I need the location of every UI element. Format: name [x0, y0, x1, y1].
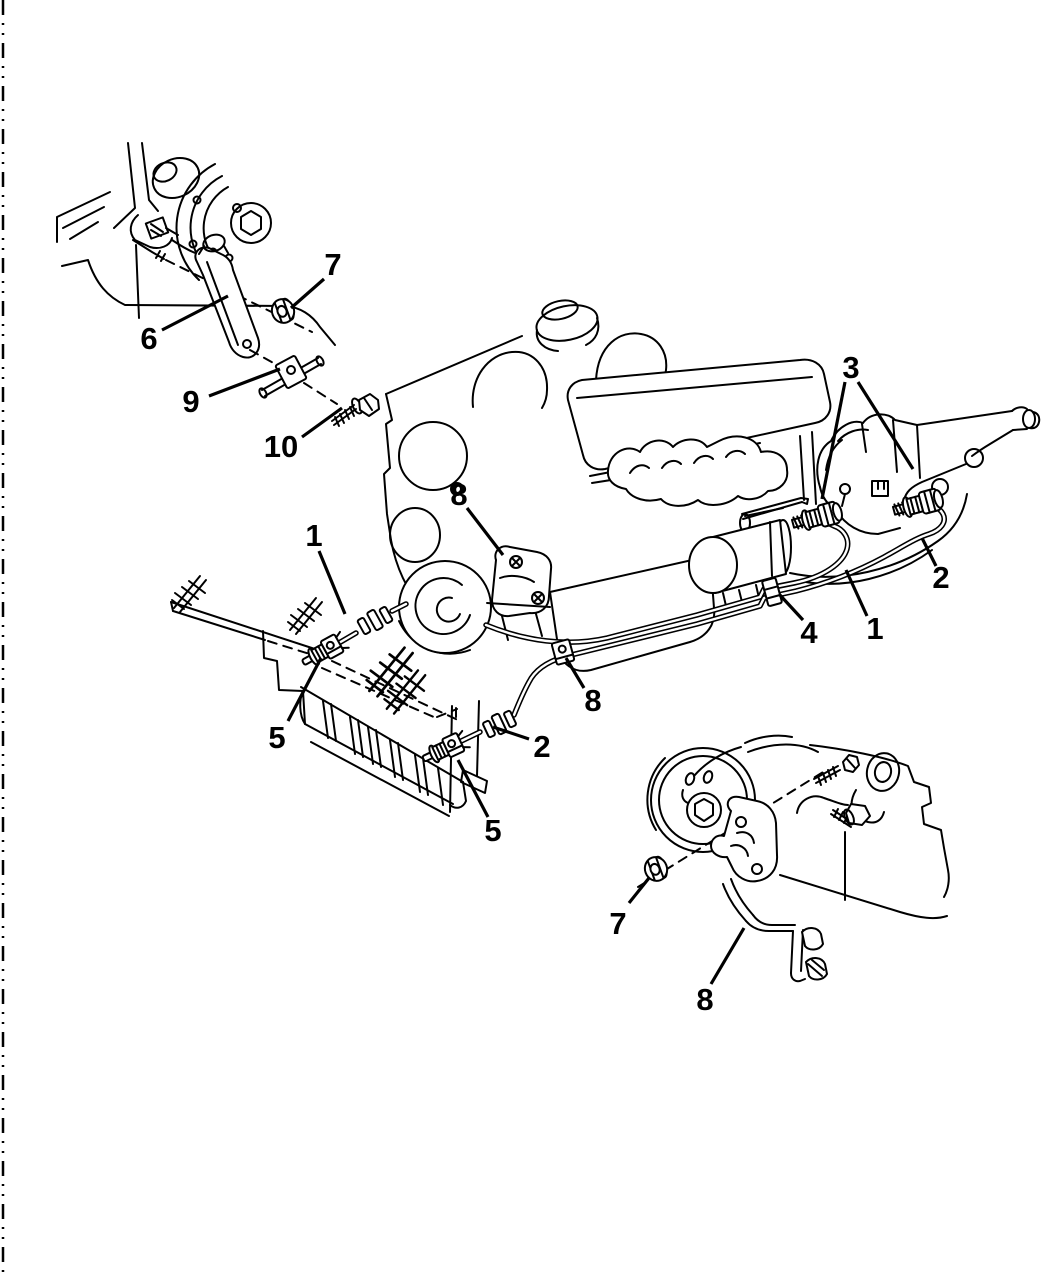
callouts: 7 69 10 3 8 1 2 1 4 8 5 2 5 7 8 [140, 247, 949, 1017]
callout-8-clip: 8 [584, 683, 601, 718]
callout-leader-1 [844, 569, 869, 617]
callout-7-nut: 7 [324, 247, 341, 282]
callout-4-clip: 4 [800, 615, 818, 650]
cooler-lines [297, 486, 947, 770]
callout-leader-5 [456, 759, 490, 818]
callout-leader-7 [289, 277, 326, 310]
callout-1-tube: 1 [866, 611, 883, 646]
callout-leader-10 [301, 406, 343, 439]
callout-leader-2 [920, 537, 938, 567]
callout-1-tube: 1 [305, 518, 322, 553]
rear-mount-detail [637, 734, 950, 983]
callout-leader-3 [820, 381, 847, 500]
callout-leader-8 [564, 657, 586, 689]
callout-8-bracket: 8 [450, 477, 467, 512]
callout-leader-4 [777, 592, 805, 622]
callout-leader-8 [465, 507, 505, 556]
callout-leader-2 [492, 725, 530, 741]
callout-8-bracket: 8 [696, 982, 713, 1017]
engine [383, 299, 889, 672]
front-mount-detail [56, 142, 380, 427]
callout-leader-1 [317, 550, 347, 615]
callout-leader-9 [208, 367, 281, 398]
callout-10-screw: 10 [264, 429, 298, 464]
callout-5-fitting: 5 [268, 720, 285, 755]
callout-leader-3 [856, 381, 915, 470]
callout-3-fitting: 3 [842, 350, 859, 385]
callout-leader-7 [627, 877, 651, 904]
callout-9-clip: 9 [182, 384, 199, 419]
callout-2-tube: 2 [533, 729, 550, 764]
oil-cooler [170, 575, 488, 817]
callout-leader-6 [161, 294, 229, 332]
callout-2-tube: 2 [932, 560, 949, 595]
callout-leader-5 [286, 657, 323, 722]
callout-7-nut: 7 [609, 906, 626, 941]
callout-6-bracket: 6 [140, 321, 157, 356]
transmission [789, 406, 1041, 585]
callout-leader-8 [709, 927, 746, 985]
callout-5-fitting: 5 [484, 813, 501, 848]
